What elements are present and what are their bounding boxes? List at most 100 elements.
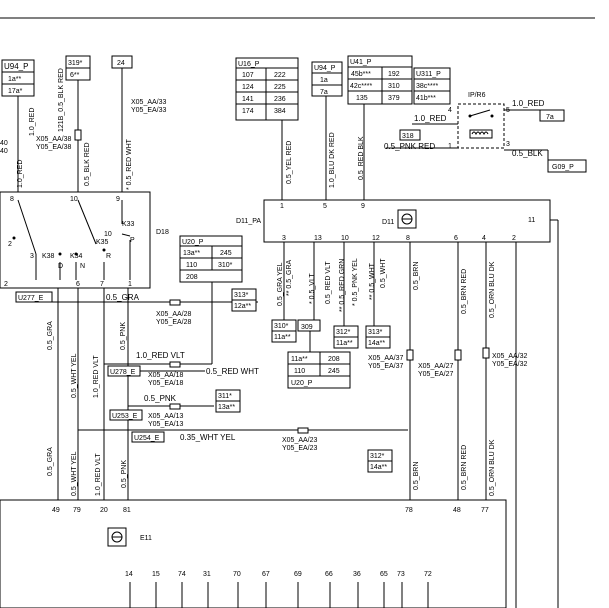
- pin-label: 9: [361, 203, 365, 210]
- pin-label: 11: [528, 217, 535, 224]
- component-ipr6[interactable]: IP/R6 4 5 3 1: [448, 92, 510, 150]
- connector-u311[interactable]: U311_P 38c**** 41b***: [413, 67, 451, 105]
- connector-cell: 110: [186, 262, 197, 269]
- splice-label: X05_AA/18: [148, 372, 184, 379]
- splice-label: Y05_EA/32: [492, 361, 528, 368]
- pin-label: 12: [372, 235, 380, 242]
- connector-cell: 11a**: [291, 356, 308, 363]
- tag-313-14a[interactable]: 313* 14a**: [365, 325, 391, 349]
- pin-label: 10: [104, 231, 112, 238]
- connector-name: U94_P: [314, 65, 336, 72]
- pin-label: 13: [314, 235, 322, 242]
- splice-label: X05_AA/23: [282, 437, 318, 444]
- wire-label: 1.0_RED VLT: [95, 453, 102, 496]
- connector-name: U94_P: [4, 62, 28, 71]
- tag-row: 311*: [218, 393, 232, 400]
- connector-cell: 379: [388, 95, 400, 102]
- pin-label: D: [58, 263, 63, 270]
- pin-label: R: [106, 253, 111, 260]
- component-e11[interactable]: 49 79 20 81 78 48 77 E11 14 15 74 31 70 …: [0, 499, 507, 608]
- pin-label: 6: [76, 281, 80, 288]
- wire-label: * 0.5_VLT: [309, 273, 316, 304]
- connector-u20-top[interactable]: U20_P 13a** 245 110 310* 208: [179, 235, 243, 283]
- tag-label: 318: [402, 133, 414, 140]
- connector-name: U311_P: [416, 71, 441, 78]
- wire-label: 0.5_PNK: [121, 460, 128, 488]
- connector-g09[interactable]: G09_P: [547, 159, 587, 173]
- tag-309[interactable]: 309: [297, 319, 321, 332]
- wire-label: 1.0_RED VLT: [136, 351, 185, 360]
- splice-label: X05_AA/33: [131, 99, 167, 106]
- connector-u20-bottom[interactable]: 11a** 208 110 245 U20_P: [287, 351, 351, 389]
- switch-label: K38: [42, 253, 55, 260]
- ground-label: D11: [382, 219, 394, 226]
- connector-cell: 236: [274, 96, 286, 103]
- splice-label: X05_AA/28: [156, 311, 192, 318]
- tag-318[interactable]: 318: [399, 129, 421, 141]
- connector-row: 41b***: [416, 95, 436, 102]
- connector-cell: 174: [242, 108, 254, 115]
- splice-label: Y05_EA/18: [148, 380, 184, 387]
- pin-label: 78: [405, 507, 413, 514]
- connector-cell: 245: [220, 250, 232, 257]
- connector-cell: 124: [242, 84, 254, 91]
- tag-row: 310*: [274, 323, 289, 330]
- wire-label: 0.5_GRA: [106, 293, 140, 302]
- pin-label: 8: [406, 235, 410, 242]
- connector-cell: 13a**: [183, 250, 200, 257]
- wire-label: 0.5_ORN BLU DK: [489, 439, 496, 496]
- tag-row: 11a**: [336, 340, 353, 347]
- connector-u41[interactable]: U41_P 45b*** 192 42c**** 310 135 379: [347, 55, 413, 105]
- connector-row: 6**: [70, 72, 80, 79]
- connector-row: 17a*: [8, 88, 23, 95]
- connector-24[interactable]: 24: [111, 55, 133, 69]
- splice-label: X05_AA/13: [148, 413, 184, 420]
- connector-u16[interactable]: U16_P 107 222 124 225 141 236 174 384: [235, 57, 299, 121]
- pin-label: N: [80, 263, 85, 270]
- pin-label: 1: [448, 143, 452, 150]
- wire-label: ** 0.5_RED GRN: [339, 259, 346, 312]
- connector-label: 24: [117, 60, 125, 67]
- wire-label: 1.0_RED: [29, 108, 36, 136]
- wire-label: 0.5_RED BLK: [358, 136, 365, 180]
- component-name: D18: [156, 229, 169, 236]
- wire-label: 0.5_ORN BLU DK: [489, 261, 496, 318]
- wire-label: 1.0_RED: [512, 99, 545, 108]
- connector-319[interactable]: 319* 6**: [65, 55, 91, 81]
- connector-u253[interactable]: U253_E: [109, 409, 143, 421]
- pin-label: 3: [30, 253, 34, 260]
- connector-cell: 42c****: [350, 83, 372, 90]
- tag-311-13a[interactable]: 311* 13a**: [215, 389, 241, 413]
- connector-cell: 225: [274, 84, 286, 91]
- connector-u94-mid[interactable]: U94_P 1a 7a: [311, 61, 343, 97]
- pin-label: 40: [0, 140, 8, 147]
- wire-label: 0.5_WHT YEL: [71, 353, 78, 398]
- tag-310-11a[interactable]: 310* 11a**: [271, 319, 297, 343]
- tag-312-14a[interactable]: 312* 14a**: [367, 449, 393, 473]
- pin-label: 20: [100, 507, 108, 514]
- connector-cell: 310: [388, 83, 400, 90]
- wire-label: 0.5_BLK: [512, 149, 543, 158]
- tag-313-12a[interactable]: 313* 12a**: [231, 288, 257, 312]
- pin-label: 66: [325, 571, 333, 578]
- component-d18[interactable]: 8 10 9 2 3 10 D18 K33 K38 K34 K35 D N R …: [0, 191, 169, 289]
- pin-label: 9: [116, 196, 120, 203]
- tag-row: 312*: [336, 329, 351, 336]
- connector-u254[interactable]: U254_E: [131, 431, 165, 443]
- component-name: E11: [140, 535, 152, 542]
- connector-cell: 141: [242, 96, 254, 103]
- tag-7a[interactable]: 7a: [539, 109, 565, 122]
- connector-name: U277_E: [18, 295, 44, 302]
- pin-label: 2: [4, 281, 8, 288]
- tag-row: 12a**: [234, 303, 251, 310]
- pin-label: 3: [506, 141, 510, 148]
- tag-row: 14a**: [370, 464, 387, 471]
- connector-cell: 208: [186, 274, 198, 281]
- connector-u278[interactable]: U278_E: [107, 365, 141, 377]
- component-d11[interactable]: D11_PA D11 1 5 9 3 13 10 12 8 6 4 2 11: [236, 199, 551, 243]
- pin-label: 6: [454, 235, 458, 242]
- connector-u94-left[interactable]: U94_P 1a** 17a*: [1, 59, 35, 97]
- pin-label: 72: [424, 571, 432, 578]
- connector-u277[interactable]: U277_E: [15, 291, 53, 303]
- tag-312-11a[interactable]: 312* 11a**: [333, 325, 359, 349]
